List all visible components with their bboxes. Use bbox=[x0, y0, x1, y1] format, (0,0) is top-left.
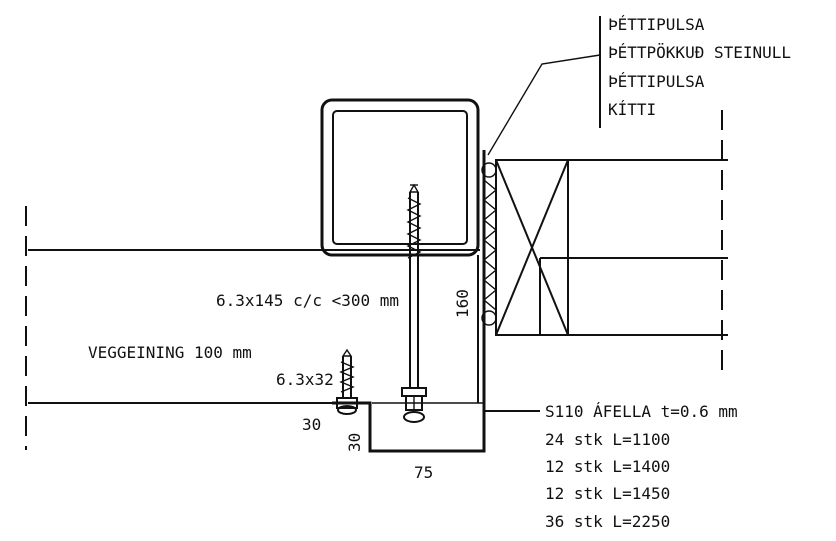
layer-label-list: ÞÉTTIPULSA ÞÉTTPÖKKUÐ STEINULL ÞÉTTIPULS… bbox=[608, 15, 791, 119]
piece-item: 12 stk L=1450 bbox=[545, 484, 670, 503]
piece-item: 36 stk L=2250 bbox=[545, 512, 670, 531]
layer-label: KÍTTI bbox=[608, 100, 656, 119]
layer-label: ÞÉTTIPULSA bbox=[608, 15, 705, 34]
screw-small-label: 6.3x32 bbox=[276, 370, 334, 389]
steel-column bbox=[320, 98, 480, 257]
wall-panel bbox=[25, 206, 480, 450]
dim-30-horizontal: 30 bbox=[302, 415, 321, 434]
screw-main-label: 6.3x145 c/c <300 mm bbox=[216, 291, 399, 310]
piece-item: 24 stk L=1100 bbox=[545, 430, 670, 449]
window-frame bbox=[495, 110, 728, 370]
screw-main-drawing bbox=[401, 183, 427, 423]
dim-30-vertical: 30 bbox=[345, 433, 364, 452]
leader-lines bbox=[484, 16, 601, 412]
screw-small-drawing bbox=[336, 348, 358, 415]
layer-label: ÞÉTTPÖKKUÐ STEINULL bbox=[608, 43, 791, 62]
insulation-label: VEGGEINING 100 mm bbox=[88, 343, 252, 362]
flashing-profile bbox=[332, 150, 486, 453]
piece-list: 24 stk L=1100 12 stk L=1400 12 stk L=145… bbox=[545, 430, 670, 531]
flashing-label: S110 ÁFELLA t=0.6 mm bbox=[545, 402, 738, 421]
piece-item: 12 stk L=1400 bbox=[545, 457, 670, 476]
layer-label: ÞÉTTIPULSA bbox=[608, 72, 705, 91]
dim-75: 75 bbox=[414, 463, 433, 482]
dim-160: 160 bbox=[453, 289, 472, 318]
